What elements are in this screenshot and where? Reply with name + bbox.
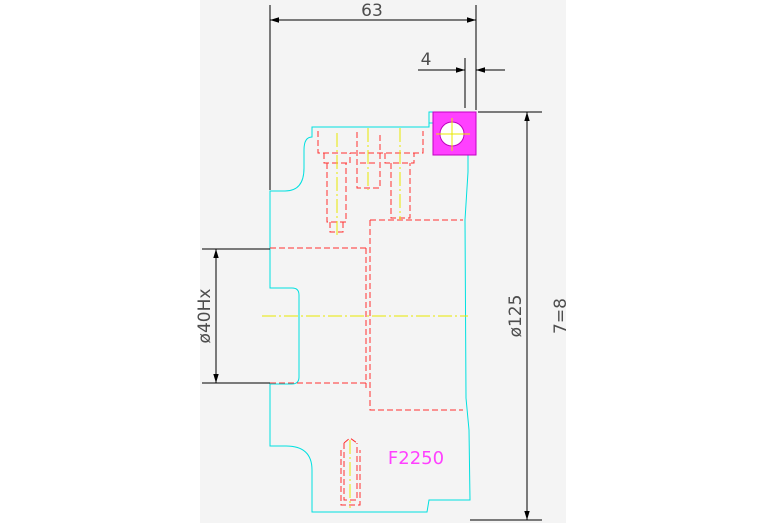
dimension-bore-label: ø40Hx bbox=[195, 289, 215, 344]
dimension-spec-label: 7=8 bbox=[551, 298, 571, 334]
dimension-outer-diameter-label: ø125 bbox=[506, 295, 526, 338]
dimension-offset-label: 4 bbox=[421, 50, 432, 70]
center-lines bbox=[262, 128, 468, 508]
dimension-lines bbox=[202, 5, 542, 521]
dimension-width-label: 63 bbox=[361, 1, 383, 21]
highlighted-block[interactable] bbox=[432, 111, 477, 156]
part-number-label: F2250 bbox=[388, 448, 444, 469]
part-outline bbox=[269, 111, 476, 513]
